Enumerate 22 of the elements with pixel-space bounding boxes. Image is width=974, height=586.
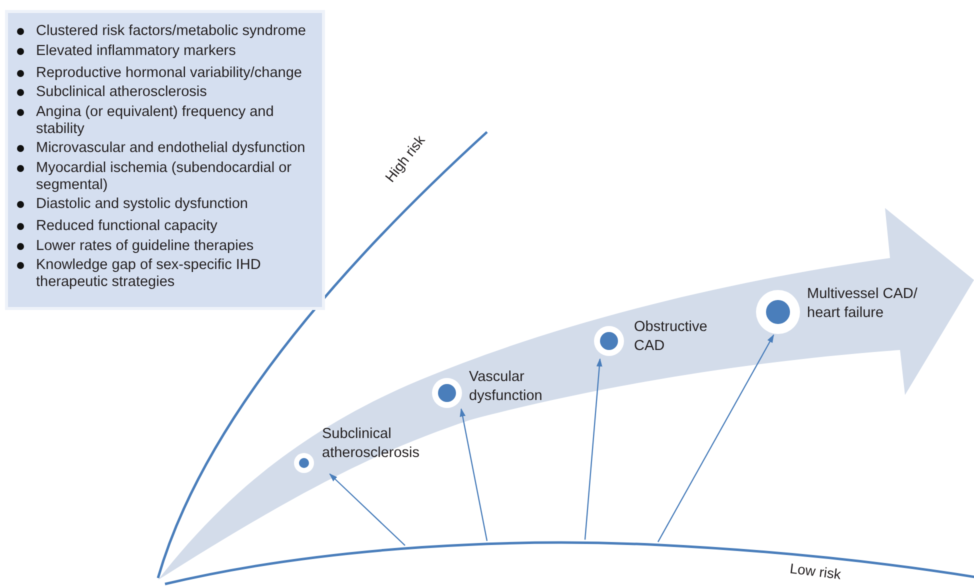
stage-label: Vascular dysfunction: [469, 368, 544, 406]
list-item: Reduced functional capacity: [36, 218, 218, 234]
risk-factor-panel: [5, 10, 325, 310]
risk-curve: [164, 541, 974, 586]
axis-label: Low risk: [789, 560, 842, 582]
list-item: Lower rates of guideline therapies: [36, 238, 254, 254]
list-item: Microvascular and endothelial dysfunction: [36, 140, 306, 156]
list-item: Reproductive hormonal variability/change: [36, 64, 302, 80]
arrow: [460, 408, 488, 542]
list-item: Knowledge gap of sex-specific IHD therapeutic strategies: [36, 257, 261, 290]
arrow: [584, 358, 602, 540]
stage-label: Obstructive CAD: [634, 318, 708, 356]
stage-label: Multivessel CAD/ heart failure: [807, 285, 918, 323]
list-item: Angina (or equivalent) frequency and stability: [36, 104, 274, 136]
list-item: Subclinical atherosclerosis: [36, 84, 207, 100]
list-item: Clustered risk factors/metabolic syndrome: [36, 23, 306, 39]
arrow: [657, 334, 774, 542]
stage-label: Subclinical atherosclerosis: [322, 425, 421, 463]
list-item: Elevated inflammatory markers: [36, 42, 236, 58]
list-item: Diastolic and systolic dysfunction: [36, 196, 248, 212]
list-item: Myocardial ischemia (subendocardial or segmental): [36, 160, 292, 192]
arrow: [329, 473, 406, 546]
